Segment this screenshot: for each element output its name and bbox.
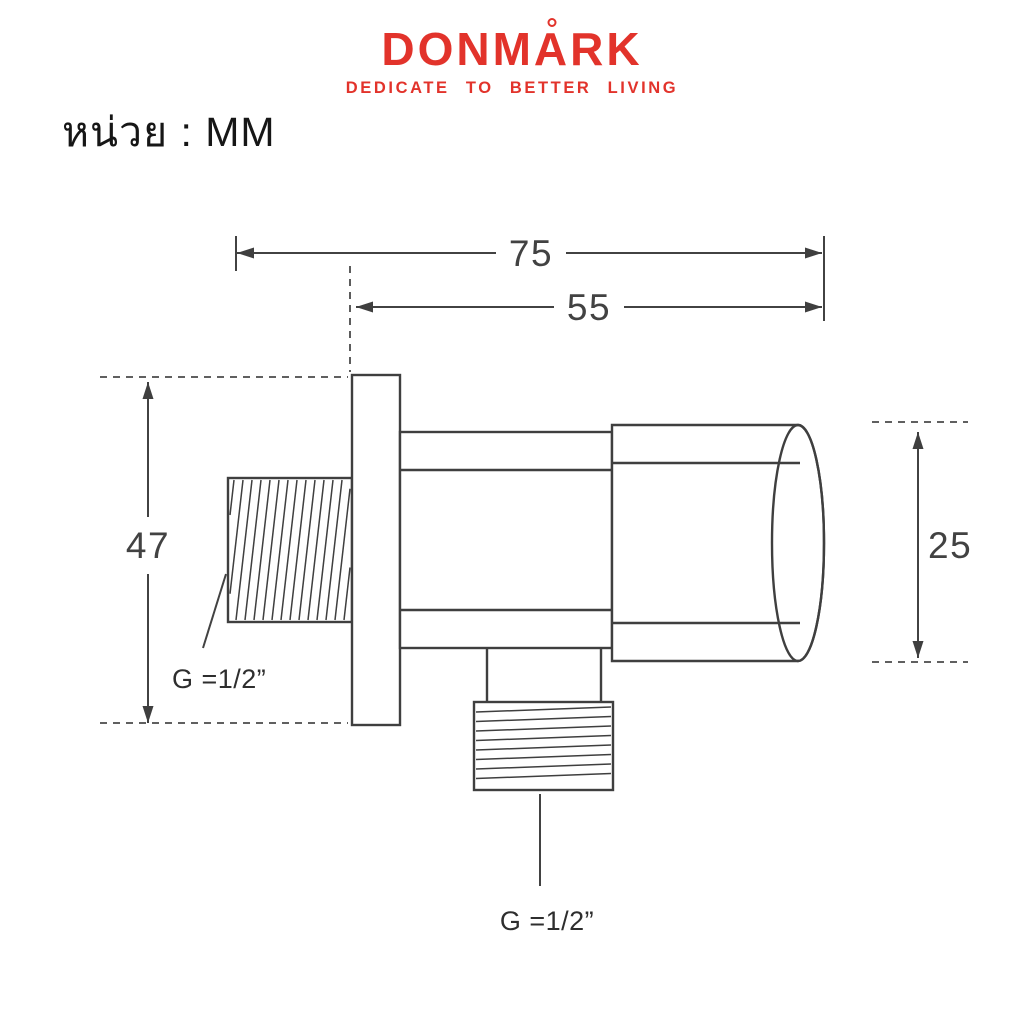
ring-accent-icon bbox=[547, 18, 557, 27]
brand-tagline: DEDICATE TO BETTER LIVING bbox=[345, 79, 679, 97]
outlet-thread-hatch bbox=[475, 706, 612, 780]
dim-55-label: 55 bbox=[567, 287, 611, 328]
dimension-flange-height: 47 bbox=[100, 376, 348, 724]
outlet-thread-label: G =1/2” bbox=[500, 906, 594, 936]
outlet-thread-callout: G =1/2” bbox=[500, 794, 594, 936]
outlet-thread bbox=[472, 648, 615, 792]
arrow-right-icon bbox=[805, 301, 822, 313]
flange bbox=[350, 373, 402, 727]
arrow-left-icon bbox=[237, 247, 254, 259]
inlet-thread-label: G =1/2” bbox=[172, 664, 266, 694]
unit-label: หน่วย : MM bbox=[62, 109, 276, 155]
valve-body bbox=[398, 430, 614, 650]
inlet-thread bbox=[226, 476, 354, 624]
arrow-up-icon bbox=[912, 432, 924, 449]
dim-75-label: 75 bbox=[509, 233, 553, 274]
dim-25-label: 25 bbox=[928, 525, 972, 566]
arrow-left-icon bbox=[356, 301, 373, 313]
logo-text-left: DONM bbox=[381, 23, 534, 75]
dimension-body-width: 55 bbox=[349, 266, 822, 372]
arrow-down-icon bbox=[912, 641, 924, 658]
dim-47-label: 47 bbox=[126, 525, 170, 566]
hex-cap bbox=[610, 423, 826, 663]
logo-text-right: RK bbox=[570, 23, 643, 75]
logo-letter-a: A bbox=[534, 18, 570, 72]
inlet-thread-hatch bbox=[229, 479, 351, 621]
arrow-right-icon bbox=[805, 247, 822, 259]
dimension-cap-height: 25 bbox=[872, 421, 972, 663]
dimension-total-width: 75 bbox=[235, 233, 825, 321]
valve-drawing bbox=[226, 373, 826, 792]
arrow-down-icon bbox=[142, 706, 154, 723]
arrow-up-icon bbox=[142, 382, 154, 399]
inlet-thread-callout: G =1/2” bbox=[172, 573, 266, 694]
